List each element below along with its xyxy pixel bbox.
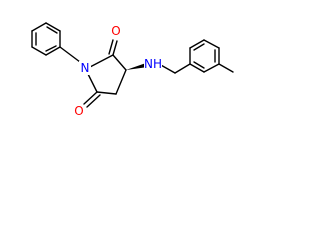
bond: [89, 54, 114, 68]
bond: [45, 22, 61, 32]
chemical-structure-diagram: N O O NH: [31, 22, 234, 118]
bond: [31, 22, 47, 32]
bond: [112, 54, 127, 71]
lower-oxygen-label: O: [74, 104, 83, 118]
bond-phenyl-n: [59, 46, 81, 63]
bond: [203, 63, 220, 73]
bond-carbonyl-upper: [112, 40, 118, 56]
bond: [31, 46, 47, 56]
tolyl-ring: [189, 39, 220, 73]
bond: [115, 69, 127, 95]
aromatic-bond: [46, 26, 58, 34]
aromatic-bond: [193, 43, 205, 51]
bond: [189, 39, 205, 49]
amine-nh-label: NH: [144, 57, 162, 71]
bond: [203, 39, 220, 49]
bond: [189, 63, 205, 73]
bond-carbonyl-upper: [108, 39, 114, 55]
bond: [87, 73, 98, 93]
succinimide-ring: [87, 54, 127, 95]
ring-nitrogen-label: N: [81, 61, 90, 75]
bond-ch2-ring: [174, 63, 191, 74]
bond: [45, 46, 61, 56]
aromatic-bond: [193, 61, 205, 69]
label-bg: [144, 58, 162, 72]
wedge-bond: [126, 63, 148, 70]
upper-oxygen-label: O: [111, 24, 120, 38]
bond-carbonyl-lower: [86, 94, 101, 108]
bond: [96, 91, 117, 95]
aromatic-bond: [45, 45, 57, 52]
bond-methyl: [218, 63, 234, 73]
label-bg: [79, 61, 91, 75]
bond-carbonyl-lower: [83, 91, 98, 105]
phenyl-ring: [31, 22, 61, 56]
